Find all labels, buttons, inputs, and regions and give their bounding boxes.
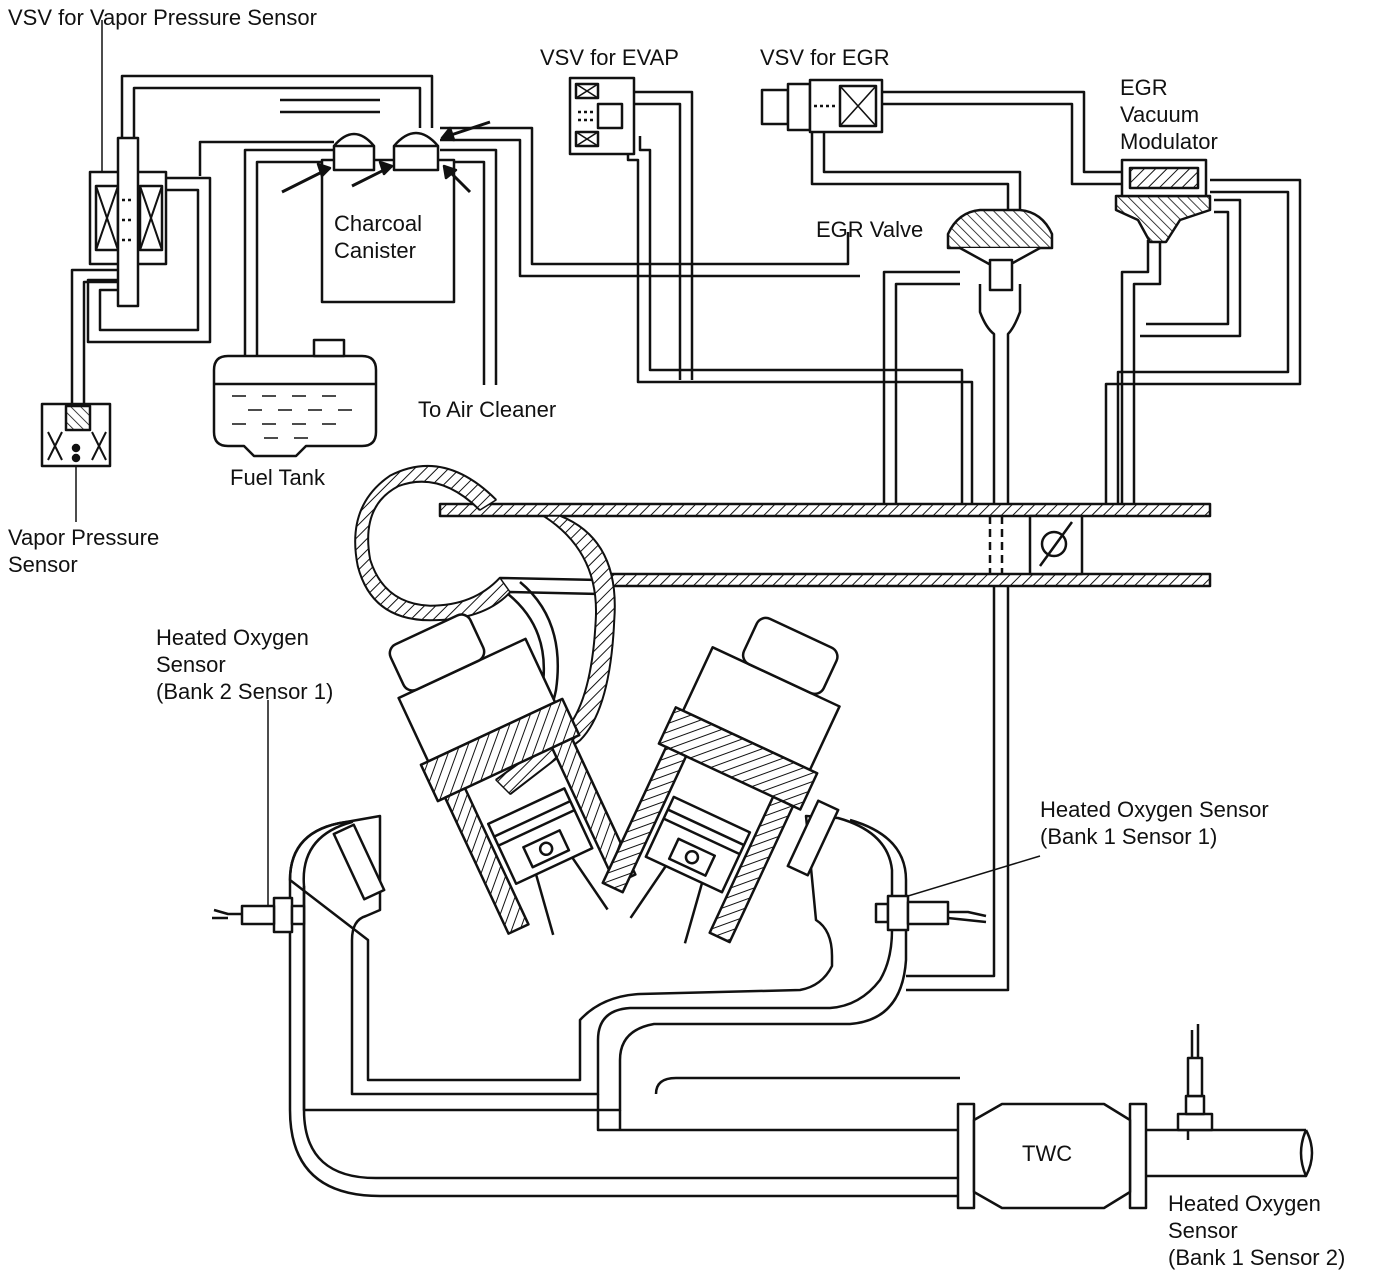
egr-vacuum-modulator bbox=[1114, 158, 1212, 244]
vsv-vapor-pressure-sensor bbox=[88, 20, 168, 308]
label-vsv-for-egr: VSV for EGR bbox=[760, 45, 890, 70]
label-ho2s-bank2-sensor1: Heated Oxygen Sensor (Bank 2 Sensor 1) bbox=[156, 625, 334, 704]
label-to-air-cleaner: To Air Cleaner bbox=[418, 397, 557, 422]
exhaust-pipe bbox=[288, 880, 1314, 1210]
label-twc: TWC bbox=[1022, 1141, 1073, 1166]
charcoal-canister bbox=[281, 120, 491, 304]
label-vsv-for-evap: VSV for EVAP bbox=[540, 45, 679, 70]
engine-block bbox=[288, 613, 908, 1112]
label-egr-vacuum-modulator: EGR Vacuum Modulator bbox=[1120, 75, 1218, 154]
vapor-pressure-sensor bbox=[40, 402, 112, 522]
ho2s-bank1-sensor2 bbox=[1176, 1024, 1214, 1140]
label-ho2s-bank1-sensor2: Heated Oxygen Sensor (Bank 1 Sensor 2) bbox=[1168, 1191, 1346, 1270]
ho2s-bank1-sensor1 bbox=[874, 855, 1041, 932]
label-charcoal-canister: Charcoal Canister bbox=[334, 211, 423, 263]
egr-valve bbox=[946, 208, 1054, 512]
vsv-for-evap bbox=[568, 76, 636, 156]
label-egr-valve: EGR Valve bbox=[816, 217, 924, 242]
label-fuel-tank: Fuel Tank bbox=[230, 465, 325, 490]
ho2s-bank2-sensor1 bbox=[212, 700, 306, 934]
label-vapor-pressure-sensor: Vapor Pressure Sensor bbox=[8, 525, 160, 577]
label-vsv-for-vapor-pressure-sensor: VSV for Vapor Pressure Sensor bbox=[8, 5, 317, 30]
intake-manifold bbox=[354, 464, 1212, 992]
label-ho2s-bank1-sensor1: Heated Oxygen Sensor (Bank 1 Sensor 1) bbox=[1040, 797, 1269, 849]
fuel-tank bbox=[212, 338, 378, 458]
vacuum-hoses bbox=[70, 74, 1302, 512]
vsv-for-egr bbox=[760, 78, 884, 134]
